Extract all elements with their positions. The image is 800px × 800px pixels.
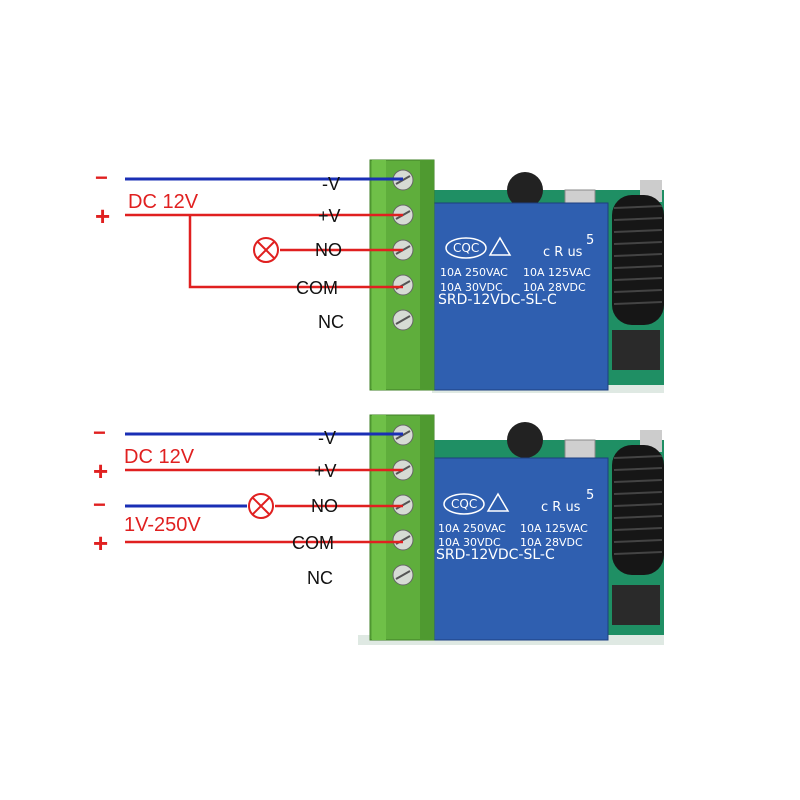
terminal-screw: [392, 274, 414, 296]
warning-triangle-icon: [488, 236, 512, 256]
terminal-block: [369, 159, 435, 391]
terminal-label-nc: NC: [307, 568, 333, 588]
minus-sign: −: [95, 165, 108, 190]
supply-label: DC 12V: [124, 446, 195, 468]
antenna-coil: [612, 445, 664, 575]
terminal-label-com: COM: [296, 278, 338, 298]
load-minus-sign: −: [93, 492, 106, 517]
tactile-switch: [564, 439, 596, 461]
terminal-label-neg-v: -V: [318, 428, 336, 448]
relay-model: SRD-12VDC-SL-C: [438, 292, 557, 308]
terminal-label-no: NO: [315, 240, 342, 260]
terminal-block: [369, 414, 435, 641]
terminal-label-pos-v: +V: [314, 461, 337, 481]
antenna-coil: [612, 195, 664, 325]
lamp-x-icon: [253, 237, 279, 263]
terminal-label-neg-v: -V: [322, 174, 340, 194]
chip: [612, 585, 660, 625]
relay-model: SRD-12VDC-SL-C: [436, 547, 555, 563]
terminal-screw: [392, 309, 414, 331]
capacitor: [507, 172, 543, 208]
relay-line2-left: 10A 30VDC: [440, 281, 503, 294]
relay-line2-right: 10A 28VDC: [520, 536, 583, 549]
relay-ul-mark: c R us: [541, 500, 581, 515]
relay-ul-mark: c R us: [543, 245, 583, 260]
relay-line1-left: 10A 250VAC: [440, 266, 508, 279]
relay-line2-left: 10A 30VDC: [438, 536, 501, 549]
relay-rating-number: 5: [586, 233, 594, 248]
wires: [125, 177, 403, 289]
relay-line1-right: 10A 125VAC: [523, 266, 591, 279]
terminal-screw: [392, 564, 414, 586]
relay-line1-left: 10A 250VAC: [438, 522, 506, 535]
relay-line2-right: 10A 28VDC: [523, 281, 586, 294]
relay-cert: CQC: [453, 241, 479, 255]
load-label: 1V-250V: [124, 514, 201, 536]
lamp-x-icon: [248, 493, 274, 519]
diagram-top: CQC c R us 5 10A 250VAC 10A 125VAC 10A 3…: [95, 159, 664, 393]
wires: [125, 432, 403, 544]
minus-sign: −: [93, 420, 106, 445]
warning-triangle-icon: [486, 492, 510, 512]
diagram-bottom: CQC c R us 5 10A 250VAC 10A 125VAC 10A 3…: [93, 414, 664, 645]
relay-rating-number: 5: [586, 488, 594, 503]
relay: CQC c R us 5 10A 250VAC 10A 125VAC 10A 3…: [431, 202, 609, 391]
terminal-label-pos-v: +V: [318, 206, 341, 226]
capacitor: [507, 422, 543, 458]
terminal-label-com: COM: [292, 533, 334, 553]
com-jumper-wire: [188, 215, 403, 289]
terminal-label-nc: NC: [318, 312, 344, 332]
load-plus-sign: +: [93, 528, 108, 558]
relay: CQC c R us 5 10A 250VAC 10A 125VAC 10A 3…: [431, 457, 609, 641]
relay-cert: CQC: [451, 497, 477, 511]
relay-line1-right: 10A 125VAC: [520, 522, 588, 535]
terminal-label-no: NO: [311, 496, 338, 516]
plus-sign: +: [95, 201, 110, 231]
plus-sign: +: [93, 456, 108, 486]
terminal-screw: [392, 529, 414, 551]
chip: [612, 330, 660, 370]
supply-label: DC 12V: [128, 191, 199, 213]
